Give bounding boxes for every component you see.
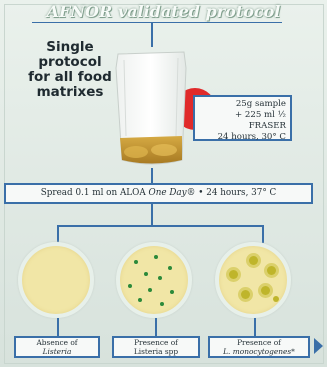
connector-plate1-label (57, 318, 59, 336)
subtitle: Single protocol for all food matrixes (24, 40, 116, 100)
connector-plate3-label (254, 318, 256, 336)
result-line: L. monocytogenes* (210, 348, 308, 357)
colony-dot (170, 290, 174, 294)
colony-halo (249, 256, 258, 265)
colony-dot (144, 272, 148, 276)
result-label-absence: Absence of Listeria (14, 336, 100, 358)
subtitle-line: matrixes (24, 85, 116, 100)
agar-plate-listeria-spp (116, 242, 192, 318)
colony-dot (148, 288, 152, 292)
spread-step-box: Spread 0.1 ml on ALOA One Day® • 24 hour… (4, 183, 313, 204)
colony-dot (138, 298, 142, 302)
colony-dot (154, 255, 158, 259)
result-line: Listeria spp (114, 348, 198, 357)
agar-plate-monocytogenes (215, 242, 291, 318)
colony-dot (158, 276, 162, 280)
connector-branch-left (57, 225, 59, 243)
colony-halo (261, 286, 270, 295)
sample-line: 24 hours, 30° C (195, 132, 286, 143)
sample-line: + 225 ml ½ FRASER (195, 110, 286, 132)
subtitle-line: for all food (24, 70, 116, 85)
colony-dot (128, 284, 132, 288)
colony-halo (267, 266, 276, 275)
connector-branch-center (151, 204, 153, 225)
connector-branch-horizontal (57, 225, 263, 227)
connector-top (151, 22, 153, 47)
result-line: Listeria (16, 348, 98, 357)
connector-branch-right (262, 225, 264, 243)
subtitle-line: protocol (24, 55, 116, 70)
agar-plate-absence (18, 242, 94, 318)
sample-info-box: 25g sample + 225 ml ½ FRASER 24 hours, 3… (193, 95, 292, 141)
result-label-listeria-spp: Presence of Listeria spp (112, 336, 200, 358)
spread-prefix: Spread 0.1 ml on ALOA (41, 188, 149, 198)
result-label-monocytogenes: Presence of L. monocytogenes* (208, 336, 310, 358)
connector-middle (151, 168, 153, 183)
colony-dot (160, 302, 164, 306)
colony-dot (168, 266, 172, 270)
spread-suffix: ® • 24 hours, 37° C (187, 188, 277, 198)
sample-line: 25g sample (195, 99, 286, 110)
diagram-title: AFNOR validated protocol (0, 2, 327, 21)
connector-plate2-label (155, 318, 157, 336)
spread-medium-name: One Day (149, 188, 187, 198)
title-underline (32, 22, 282, 23)
colony-dot (134, 260, 138, 264)
right-arrow-icon (314, 338, 323, 354)
colony-halo (229, 270, 238, 279)
sample-bag-icon (112, 48, 192, 171)
colony-halo (241, 290, 250, 299)
colony-dot (273, 296, 279, 302)
subtitle-line: Single (24, 40, 116, 55)
